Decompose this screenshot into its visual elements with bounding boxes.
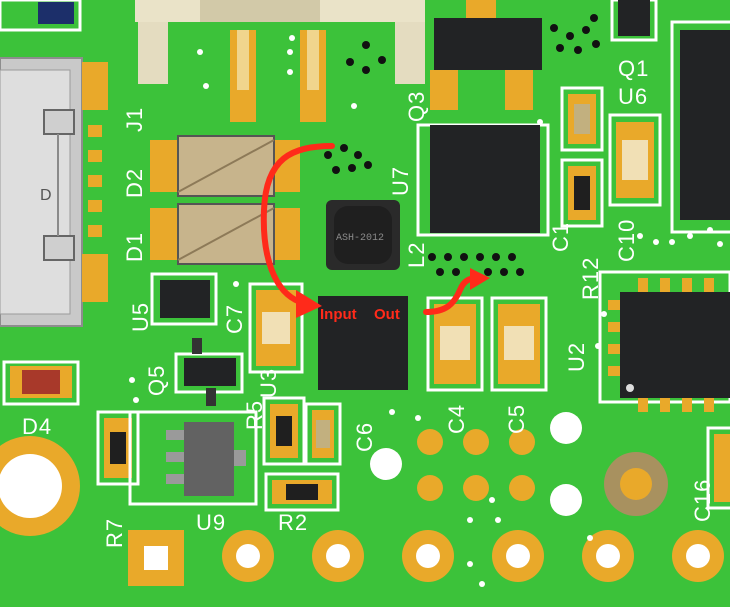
annotation-output: Out — [374, 306, 400, 323]
capacitor-c6 — [304, 402, 342, 466]
label-c4: C4 — [444, 404, 469, 434]
diode-d1 — [150, 203, 300, 265]
ic-right — [680, 30, 730, 220]
resistor-r2 — [264, 472, 340, 512]
output-arrow — [423, 268, 490, 315]
label-r7: R7 — [102, 518, 127, 548]
label-u3: U3 — [256, 368, 281, 398]
label-r5: R5 — [242, 400, 267, 430]
capacitor-c16 — [706, 426, 730, 510]
transistor-q5 — [174, 338, 244, 406]
usb-connector: D — [0, 57, 108, 327]
ic-u7 — [416, 123, 550, 237]
label-u5: U5 — [128, 302, 153, 332]
label-c6: C6 — [352, 422, 377, 452]
resistor-r12 — [560, 86, 604, 152]
header-connector — [135, 0, 425, 122]
label-c16: C16 — [690, 479, 715, 522]
transistor-q3 — [430, 0, 542, 110]
label-d2: D2 — [122, 168, 147, 198]
label-u6: U6 — [618, 84, 648, 109]
resistor-c1 — [560, 158, 604, 228]
capacitor-c10 — [608, 113, 662, 207]
label-c1: C1 — [548, 222, 573, 252]
label-u7: U7 — [388, 166, 413, 196]
part-outline-top-left — [0, 0, 82, 32]
label-l2: L2 — [404, 242, 429, 268]
capacitor-c5 — [490, 296, 548, 392]
ic-u2 — [598, 270, 730, 412]
label-q3: Q3 — [404, 91, 429, 122]
input-arrow — [260, 143, 335, 318]
resistor-r7 — [96, 410, 140, 486]
ic-outline-right — [670, 20, 730, 234]
small-white-vias — [129, 35, 723, 587]
label-r2: R2 — [278, 510, 308, 535]
connector-marking: D — [40, 187, 52, 204]
diode-d4 — [2, 360, 80, 406]
annotation-input: Input — [320, 306, 357, 323]
label-q5: Q5 — [144, 365, 169, 396]
label-u9: U9 — [196, 510, 226, 535]
inductor-l2: ASH-2012 — [326, 200, 400, 270]
label-c10: C10 — [614, 219, 639, 262]
ic-u3 — [318, 296, 408, 390]
capacitor-c4 — [426, 296, 484, 392]
via-dots — [324, 14, 600, 276]
resistor-r5 — [262, 396, 306, 466]
label-j1: J1 — [122, 107, 147, 132]
label-c7: C7 — [222, 304, 247, 334]
via-pad — [417, 429, 443, 455]
label-d1: D1 — [122, 232, 147, 262]
regulator-u9 — [128, 410, 258, 506]
label-c5: C5 — [504, 404, 529, 434]
label-q1: Q1 — [618, 56, 649, 81]
label-u2: U2 — [564, 342, 589, 372]
label-d4: D4 — [22, 414, 52, 439]
ic-u5 — [150, 272, 218, 326]
label-r12: R12 — [578, 257, 603, 300]
inductor-marking: ASH-2012 — [336, 233, 384, 244]
bottom-header-pads — [128, 530, 724, 586]
blue-component — [38, 2, 74, 24]
transistor-q1 — [610, 0, 658, 42]
diode-d2 — [150, 135, 300, 197]
